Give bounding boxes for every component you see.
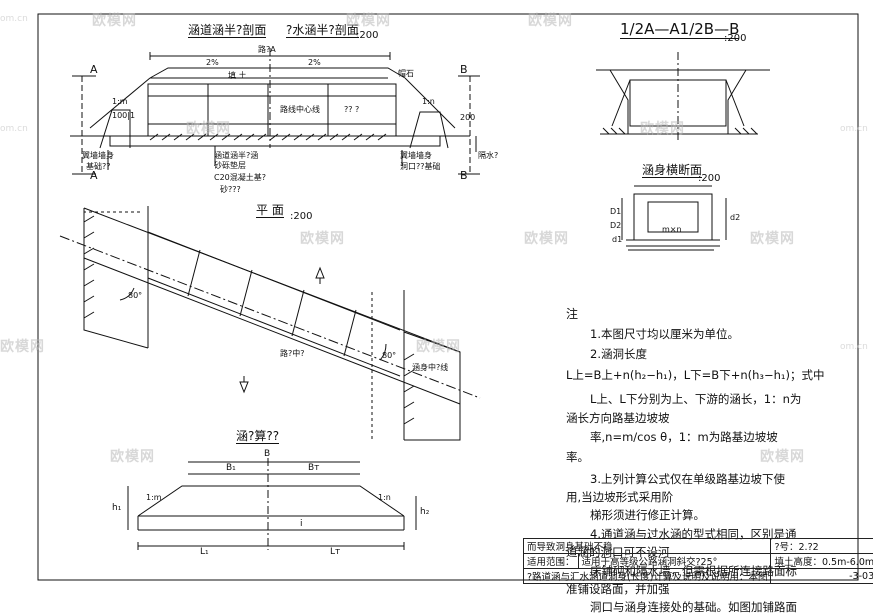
label-angle-1: 80° (128, 291, 143, 300)
label-A-bot: A (90, 169, 98, 182)
scale-2: :200 (724, 33, 747, 44)
label-plan-note: 路?中? (280, 349, 305, 358)
label-mid-note1: 涵道涵半?涵 (214, 151, 259, 160)
longitudinal-section (70, 48, 480, 175)
tb-row3: ?路道涵与汇水涵道洞身(长度)计算及说明及说明用：本图 (522, 568, 772, 584)
tb-scope: 适用于高等级公路涵洞斜交?25° (577, 553, 772, 569)
sheet-border (37, 13, 859, 581)
watermark: 欧模网 (110, 449, 155, 465)
label-slope-right: 2% (308, 58, 321, 67)
watermark: 欧模网 (186, 121, 231, 137)
calc-1m: 1:m (146, 493, 162, 502)
calc-h1: h₁ (112, 503, 122, 513)
watermark-small: om.cn (840, 342, 868, 352)
calc-1n: 1:n (378, 493, 391, 502)
cross-d1: d1 (612, 235, 623, 244)
cross-D2: D2 (610, 221, 622, 230)
note-line: 2.涵洞长度 (590, 347, 647, 361)
culvert-cross-section (621, 185, 727, 251)
watermark: 欧模网 (416, 339, 461, 355)
note-line: 梯形须进行修正计算。 (590, 508, 705, 522)
label-mid-note3: C20混凝土基? (214, 173, 267, 182)
scale-3: :200 (698, 173, 721, 184)
label-angle-2: 80° (382, 351, 397, 360)
label-center-line: 路线中心线 (280, 105, 320, 114)
note-line: L上=B上+n(h₂−h₁)，L下=B下+n(h₃−h₁)；式中 (566, 368, 825, 382)
title-longitudinal-b: ?水涵半?剖面 (286, 23, 359, 38)
note-line: 涵长方向路基边坡坡 (566, 411, 670, 425)
label-fill: 填 土 (228, 71, 247, 80)
label-plan-note2: 涵身中?线 (412, 363, 449, 372)
watermark: 欧模网 (640, 121, 685, 137)
label-wing-left: 翼墙墙身 (82, 151, 114, 160)
label-mid-note2: 砂砾垫层 (214, 161, 246, 170)
tb-drawing-no: -3-03 (770, 568, 873, 584)
title-plan: 平 面 (256, 203, 284, 218)
label-wing-left2: 基础?? (86, 162, 111, 171)
watermark-small: om.cn (0, 124, 28, 134)
label-side-r: 1:n (422, 97, 435, 106)
label-wing-right: 翼墙墙身 (400, 151, 432, 160)
calc-B1: B₁ (226, 463, 236, 473)
tb-row1: 而导致洞身基础不稳 (522, 538, 772, 554)
label-side-l: 1:m (112, 97, 128, 106)
scale-4: :200 (290, 211, 313, 222)
tb-row1b: ?号：2.?2 (770, 538, 873, 554)
title-longitudinal: 涵道涵半?剖面 (188, 23, 267, 38)
label-A-top: A (90, 63, 98, 76)
note-line: 4.通道涵与过水涵的型式相同，区别是通 (590, 527, 797, 541)
label-cap: 帽石 (398, 69, 414, 78)
note-line: 率。 (566, 450, 589, 464)
watermark: 欧模网 (528, 13, 573, 29)
label-right-note: 隔水? (478, 151, 499, 160)
label-B-top: B (460, 63, 468, 76)
note-line: 3.上列计算公式仅在单级路基边坡下使 (590, 472, 785, 486)
label-slope-left: 2% (206, 58, 219, 67)
tb-scope-label: 适用范围： (523, 553, 579, 569)
title-section-12: 1/2A—A1/2B—B (620, 20, 740, 39)
watermark: 欧模网 (92, 13, 137, 29)
label-mid-note4: 砂??? (220, 185, 241, 194)
watermark-small: om.cn (840, 124, 868, 134)
scale-1: :200 (356, 30, 379, 41)
watermark: 欧模网 (524, 231, 569, 247)
plan-view (59, 206, 481, 441)
calc-h2: h₂ (420, 507, 430, 517)
watermark: 欧模网 (750, 231, 795, 247)
watermark: 欧模网 (346, 13, 391, 29)
label-right-200: 200 (460, 113, 476, 122)
watermark-small: om.cn (0, 14, 28, 24)
drawing-sheet (37, 13, 859, 581)
notes-head: 注 (566, 307, 579, 321)
note-line: 率,n=m/cos θ，1：m为路基边坡坡 (590, 430, 778, 444)
calc-i: i (300, 519, 303, 529)
calc-Bt: Bт (308, 463, 320, 473)
calc-Lt: Lт (330, 547, 341, 557)
label-road-width: 路?A (258, 45, 276, 54)
note-line: 1.本图尺寸均以厘米为单位。 (590, 327, 739, 341)
section-12-view (596, 52, 770, 140)
note-line: L上、L下分别为上、下游的涵长，1：n为 (590, 392, 802, 406)
watermark: 欧模网 (300, 231, 345, 247)
cross-d2: d2 (730, 213, 741, 222)
title-block: 而导致洞身基础不稳 ?号：2.?2 适用范围： 适用于高等级公路涵洞斜交?25°… (522, 538, 873, 584)
label-bottom-note: 100|1 (112, 111, 136, 120)
label-B-bot: B (460, 169, 468, 182)
watermark: 欧模网 (0, 339, 45, 355)
watermark: 欧模网 (760, 449, 805, 465)
label-pipe: ?? ? (344, 105, 360, 114)
calc-L1: L₁ (200, 547, 209, 557)
cross-mxn: m×n (662, 225, 682, 234)
title-body-cross: 涵身横断面 (642, 163, 703, 178)
note-line: 用,当边坡形式采用阶 (566, 490, 674, 504)
note-line: 洞口与涵身连接处的基础。如图加铺路面 (590, 600, 797, 614)
cross-D1: D1 (610, 207, 622, 216)
length-calc-diagram (127, 458, 417, 550)
title-calc: 涵?算?? (236, 429, 280, 444)
calc-B: B (264, 449, 271, 459)
label-wing-right2: 洞口??基础 (400, 162, 441, 171)
tb-fill-height: 填土高度：0.5m-6.0m (770, 553, 873, 569)
